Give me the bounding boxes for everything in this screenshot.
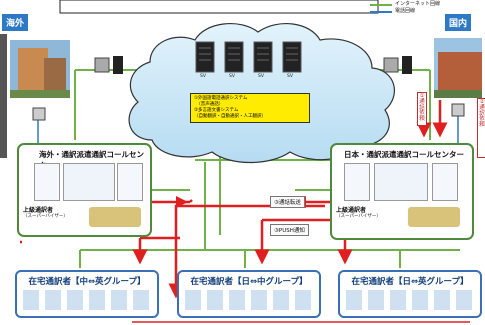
region-domestic-tag: 国内 — [445, 14, 472, 31]
team-ja-en-title: 在宅通訳者【日⇔英グループ】 — [351, 277, 469, 287]
system-note: ①外国語電話通訳システム （音声通話） ②多言語文書システム （自動翻訳・自動通… — [190, 93, 310, 124]
system-note-line-4: （自動翻訳・自動通訳・人工翻訳） — [194, 114, 266, 120]
system-note-line-2: （音声通話） — [194, 102, 224, 108]
request-label-right: ②通訳依頼 — [477, 98, 485, 158]
team-ja-zh-title: 在宅通訳者【日⇔中グループ】 — [190, 277, 308, 287]
team-ja-zh-members — [185, 290, 313, 310]
server-label-2: SV — [229, 74, 235, 79]
legend-internet-label: インターネット回線 — [395, 1, 441, 7]
domestic-operator-figures — [408, 207, 460, 227]
header-frame — [59, 0, 379, 14]
push-alert-label: ③PUSH通知 — [270, 224, 309, 236]
domestic-center-title: 日本・通訳派遣通訳コールセンター — [344, 150, 464, 159]
domestic-building — [434, 38, 482, 98]
call-transfer-label: ③通話転送 — [270, 196, 305, 208]
server-rack — [195, 41, 302, 73]
overseas-workstation-1 — [34, 163, 60, 201]
team-ja-en: 在宅通訳者【日⇔英グループ】 — [338, 270, 482, 318]
overseas-manager: 上級通訳者 （スーパーバイザー） — [23, 207, 68, 220]
overseas-manager-sub: （スーパーバイザー） — [23, 214, 68, 220]
overseas-network-devices — [32, 56, 123, 121]
server-label-1: SV — [200, 74, 206, 79]
overseas-call-center: 海外・通訳派遣通訳コールセンター 上級通訳者 （スーパーバイザー） — [17, 143, 152, 237]
legend-phone-label: 電話回線 — [395, 8, 416, 14]
domestic-workstation-1 — [344, 163, 370, 201]
domestic-dashboard — [374, 163, 428, 201]
team-ja-en-members — [346, 290, 474, 310]
team-zh-en: 在宅通訳者【中⇔英グループ】 — [15, 270, 159, 318]
overseas-operator-figures — [89, 207, 141, 227]
overseas-workstation-2 — [117, 163, 143, 201]
domestic-network-devices — [383, 56, 465, 117]
domestic-workstation-2 — [432, 163, 458, 201]
region-overseas-tag: 海外 — [2, 14, 29, 31]
server-label-4: SV — [287, 74, 293, 79]
request-label-left: ①通話依頼 — [417, 92, 427, 126]
server-label-3: SV — [258, 74, 264, 79]
left-edge-bar — [0, 34, 7, 158]
team-zh-en-title: 在宅通訳者【中⇔英グループ】 — [28, 277, 146, 287]
overseas-manager-label: 上級通訳者 — [23, 207, 54, 214]
domestic-manager-sub: （スーパーバイザー） — [336, 214, 381, 220]
domestic-call-center: 日本・通訳派遣通訳コールセンター 上級通訳者 （スーパーバイザー） — [330, 143, 474, 240]
overseas-dashboard — [63, 163, 115, 201]
domestic-manager-label: 上級通訳者 — [336, 207, 367, 214]
domestic-manager: 上級通訳者 （スーパーバイザー） — [336, 207, 381, 220]
overseas-building — [10, 40, 70, 98]
system-note-line-1: ①外国語電話通訳システム — [194, 96, 248, 101]
team-zh-en-members — [23, 290, 151, 310]
team-ja-zh: 在宅通訳者【日⇔中グループ】 — [177, 270, 321, 318]
system-note-line-3: ②多言語文書システム — [194, 108, 239, 114]
